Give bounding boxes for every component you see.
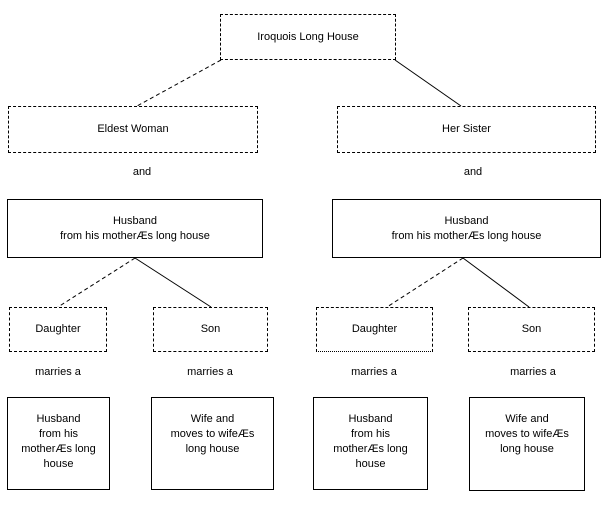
- node-son-right-label: Son: [521, 323, 542, 335]
- node-her-sister: Her Sister: [337, 106, 596, 153]
- node-spouse-husband-right-label: Husband from his motherÆs long house: [333, 412, 408, 472]
- node-son-left: Son: [153, 307, 268, 352]
- node-iroquois-long-house: Iroquois Long House: [220, 14, 396, 60]
- node-husband-right-line2: from his motherÆs long house: [391, 229, 542, 242]
- node-daughter-right: Daughter: [316, 307, 433, 352]
- marries-label-3: marries a: [351, 366, 397, 378]
- node-husband-left-line1: Husband: [112, 214, 158, 227]
- connector-root-to-eldest-woman: [136, 59, 222, 107]
- marries-label-4: marries a: [510, 366, 556, 378]
- connector-husband-left-to-daughter: [57, 257, 136, 308]
- connector-husband-right-to-son: [462, 257, 530, 308]
- and-label-left: and: [132, 166, 152, 178]
- spouse4-line1: Wife and: [505, 413, 549, 425]
- spouse4-line3: long house: [500, 443, 554, 455]
- spouse3-line1: Husband: [348, 413, 393, 425]
- node-son-right: Son: [468, 307, 595, 352]
- node-her-sister-label: Her Sister: [442, 123, 491, 135]
- node-spouse-wife-left: Wife and moves to wifeÆs long house: [151, 397, 274, 490]
- node-daughter-left: Daughter: [9, 307, 107, 352]
- spouse1-line2: from his: [38, 428, 79, 440]
- node-eldest-woman: Eldest Woman: [8, 106, 258, 153]
- spouse1-line4: house: [43, 458, 74, 470]
- spouse3-line4: house: [355, 458, 386, 470]
- node-spouse-wife-left-label: Wife and moves to wifeÆs long house: [171, 412, 255, 457]
- and-label-right: and: [463, 166, 483, 178]
- spouse3-line3: motherÆs long: [333, 443, 408, 455]
- node-husband-right: Husband from his motherÆs long house: [332, 199, 601, 258]
- node-husband-left-label: Husband from his motherÆs long house: [60, 214, 210, 244]
- spouse2-line3: long house: [185, 443, 240, 455]
- node-spouse-husband-left: Husband from his motherÆs long house: [7, 397, 110, 490]
- marries-label-2: marries a: [187, 366, 233, 378]
- spouse2-line2: moves to wifeÆs: [170, 428, 255, 440]
- node-daughter-right-label: Daughter: [351, 323, 398, 335]
- spouse4-line2: moves to wifeÆs: [485, 428, 569, 440]
- node-spouse-husband-right: Husband from his motherÆs long house: [313, 397, 428, 490]
- spouse3-line2: from his: [350, 428, 391, 440]
- node-daughter-left-label: Daughter: [35, 323, 81, 335]
- spouse1-line3: motherÆs long: [21, 443, 96, 455]
- marries-label-1: marries a: [35, 366, 81, 378]
- node-iroquois-long-house-label: Iroquois Long House: [257, 30, 359, 43]
- connector-root-to-her-sister: [394, 59, 462, 107]
- node-son-left-label: Son: [200, 323, 221, 335]
- node-husband-left-line2: from his motherÆs long house: [60, 229, 210, 242]
- spouse2-line1: Wife and: [190, 413, 235, 425]
- node-eldest-woman-label: Eldest Woman: [97, 123, 169, 135]
- node-husband-right-line1: Husband: [444, 214, 489, 227]
- node-husband-right-label: Husband from his motherÆs long house: [392, 214, 542, 244]
- node-spouse-wife-right-label: Wife and moves to wifeÆs long house: [485, 412, 569, 457]
- node-husband-left: Husband from his motherÆs long house: [7, 199, 263, 258]
- connector-husband-left-to-son: [134, 257, 212, 308]
- node-spouse-wife-right: Wife and moves to wifeÆs long house: [469, 397, 585, 491]
- spouse1-line1: Husband: [36, 413, 81, 425]
- node-spouse-husband-left-label: Husband from his motherÆs long house: [21, 412, 96, 472]
- connector-husband-right-to-daughter: [386, 257, 464, 308]
